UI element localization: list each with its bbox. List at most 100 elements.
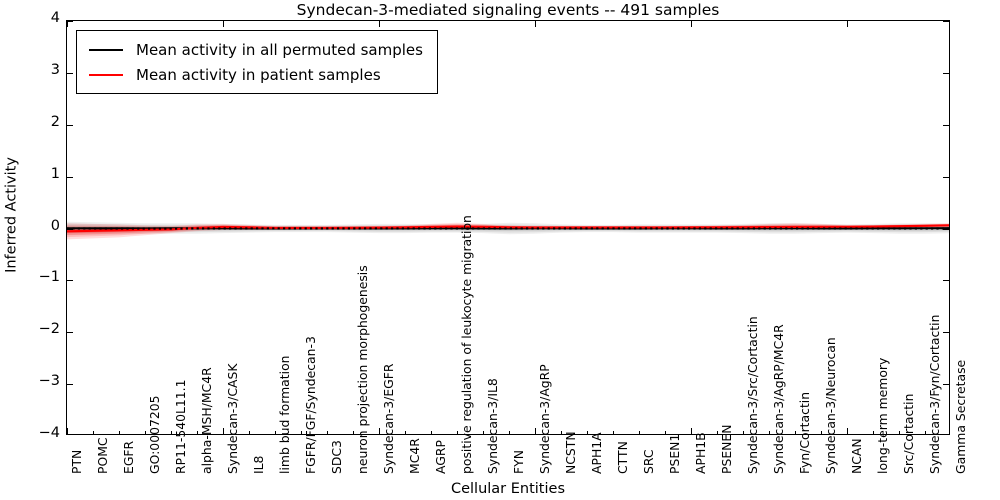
x-tick-mark (483, 431, 484, 434)
x-category-label: PSENEN (719, 424, 734, 474)
x-tick-mark (275, 431, 276, 434)
x-tick-mark (769, 431, 770, 434)
x-category-label: SDC3 (329, 440, 344, 474)
x-tick-mark (795, 431, 796, 434)
y-tick-mark (943, 332, 949, 334)
x-category-label: Syndecan-3/Fyn/Cortactin (927, 314, 942, 474)
x-tick-mark (561, 431, 562, 434)
x-tick-mark (353, 431, 354, 434)
x-tick-mark (379, 428, 380, 434)
y-tick-mark (67, 176, 73, 178)
y-tick-mark (67, 124, 73, 126)
x-tick-mark (457, 431, 458, 434)
x-category-label: APH1A (589, 432, 604, 474)
x-tick-mark (925, 431, 926, 434)
x-tick-mark (67, 21, 68, 27)
series-line (67, 224, 949, 233)
x-category-label: NCSTN (563, 431, 578, 474)
legend-item: Mean activity in all permuted samples (85, 37, 423, 62)
y-tick-mark (67, 21, 73, 22)
x-tick-mark (223, 428, 224, 434)
x-axis-label: Cellular Entities (450, 481, 566, 497)
x-category-label: Syndecan-3/Neurocan (823, 337, 838, 474)
x-tick-mark (639, 431, 640, 434)
y-tick-label: 0 (50, 217, 60, 234)
x-tick-mark (691, 428, 692, 434)
x-tick-mark (899, 431, 900, 434)
y-tick-mark (943, 176, 949, 178)
y-tick-mark (67, 228, 73, 230)
x-category-label: Src/Cortactin (901, 393, 916, 474)
y-tick-mark (943, 384, 949, 386)
y-tick-label: −3 (38, 373, 60, 390)
legend-swatch-line-icon (89, 48, 123, 51)
x-category-label: Syndecan-3/CASK (225, 363, 240, 474)
x-tick-mark (327, 431, 328, 434)
x-tick-mark (93, 431, 94, 434)
chart-title: Syndecan-3-mediated signaling events -- … (296, 1, 720, 19)
x-category-label: EGFR (121, 440, 136, 474)
x-category-label: CTTN (615, 441, 630, 474)
y-tick-label: −1 (38, 269, 60, 286)
x-category-label: neuron projection morphogenesis (355, 265, 370, 474)
x-category-label: RP11-540L11.1 (173, 379, 188, 474)
y-tick-mark (67, 72, 73, 74)
x-tick-mark (691, 21, 692, 27)
y-tick-label: −2 (38, 321, 60, 338)
x-tick-mark (743, 431, 744, 434)
y-tick-mark (943, 21, 949, 22)
series-canvas (67, 221, 949, 240)
x-tick-mark (379, 21, 380, 27)
x-category-label: FYN (511, 450, 526, 474)
x-tick-mark (717, 431, 718, 434)
x-category-label: Fyn/Cortactin (797, 391, 812, 474)
x-category-label: PTN (69, 449, 84, 474)
y-tick-mark (943, 228, 949, 230)
x-tick-mark (873, 431, 874, 434)
y-axis-label: Inferred Activity (3, 157, 20, 273)
x-tick-mark (613, 431, 614, 434)
x-tick-mark (535, 428, 536, 434)
y-tick-mark (67, 332, 73, 334)
x-category-label: limb bud formation (277, 355, 292, 475)
x-category-label: IL8 (251, 455, 266, 474)
y-tick-mark (67, 384, 73, 386)
legend-swatch-line-icon (89, 73, 123, 76)
y-tick-label: 4 (50, 10, 60, 26)
x-tick-mark (587, 431, 588, 434)
y-tick-mark (67, 280, 73, 282)
x-tick-mark (509, 431, 510, 434)
x-tick-mark (847, 428, 848, 434)
x-tick-mark (119, 431, 120, 434)
x-category-label: MC4R (407, 438, 422, 474)
x-tick-mark (145, 431, 146, 434)
x-category-label: Syndecan-3/EGFR (381, 363, 396, 475)
x-category-label: Gamma Secretase (953, 359, 968, 474)
x-category-label: POMC (95, 437, 110, 474)
y-tick-label: 3 (50, 61, 60, 78)
x-category-label: positive regulation of leukocyte migrati… (459, 215, 474, 474)
x-category-label: GO:0007205 (147, 395, 162, 475)
legend-label: Mean activity in patient samples (136, 65, 381, 84)
x-tick-mark (197, 431, 198, 434)
x-tick-mark (171, 431, 172, 434)
y-tick-label: 1 (50, 165, 60, 182)
x-category-label: NCAN (849, 438, 864, 474)
x-tick-mark (821, 431, 822, 434)
x-category-label: FGFR/FGF/Syndecan-3 (303, 336, 318, 474)
x-category-label: Syndecan-3/Src/Cortactin (745, 316, 760, 474)
x-tick-mark (535, 21, 536, 27)
x-tick-mark (223, 21, 224, 27)
y-tick-mark (943, 280, 949, 282)
x-category-label: PSEN1 (667, 433, 682, 474)
x-category-label: AGRP (433, 440, 448, 474)
x-category-label: Syndecan-3/AgRP (537, 364, 552, 474)
x-tick-mark (301, 431, 302, 434)
x-category-label: Syndecan-3/IL8 (485, 378, 500, 474)
x-tick-mark (431, 431, 432, 434)
x-category-label: alpha-MSH/MC4R (199, 367, 214, 474)
